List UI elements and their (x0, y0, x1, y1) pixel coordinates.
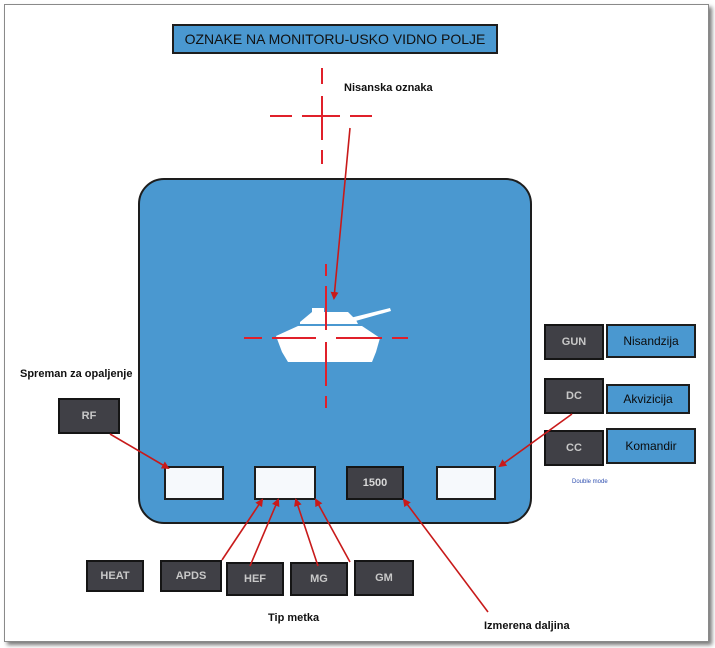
legend-crosshair (270, 68, 372, 164)
gunner-box: Nisandzija (606, 324, 696, 358)
screen-crosshair (244, 264, 408, 408)
aim-mark-label: Nisanska oznaka (344, 82, 433, 94)
gun-code-box: GUN (544, 324, 604, 360)
ammo-heat-box: HEAT (86, 560, 144, 592)
commander-box: Komandir (606, 428, 696, 464)
acquisition-box: Akvizicija (606, 384, 690, 414)
mode-indicator-slot (436, 466, 496, 500)
rf-box: RF (58, 398, 120, 434)
diagram-title: OZNAKE NA MONITORU-USKO VIDNO POLJE (172, 24, 498, 54)
ammo-apds-box: APDS (160, 560, 222, 592)
ammo-mg-box: MG (290, 562, 348, 596)
measured-range-label: Izmerena daljina (484, 620, 570, 632)
cc-code-box: CC (544, 430, 604, 466)
ready-indicator-slot (164, 466, 224, 500)
range-value-slot: 1500 (346, 466, 404, 500)
dc-code-box: DC (544, 378, 604, 414)
ammo-type-label: Tip metka (268, 612, 320, 624)
double-mode-label: Double mode (572, 479, 608, 485)
ammo-gm-box: GM (354, 560, 414, 596)
ready-to-fire-label: Spreman za opaljenje (20, 368, 133, 380)
ammo-hef-box: HEF (226, 562, 284, 596)
annotation-arrows (109, 127, 573, 613)
ammo-indicator-slot (254, 466, 316, 500)
tank-silhouette (276, 308, 391, 362)
